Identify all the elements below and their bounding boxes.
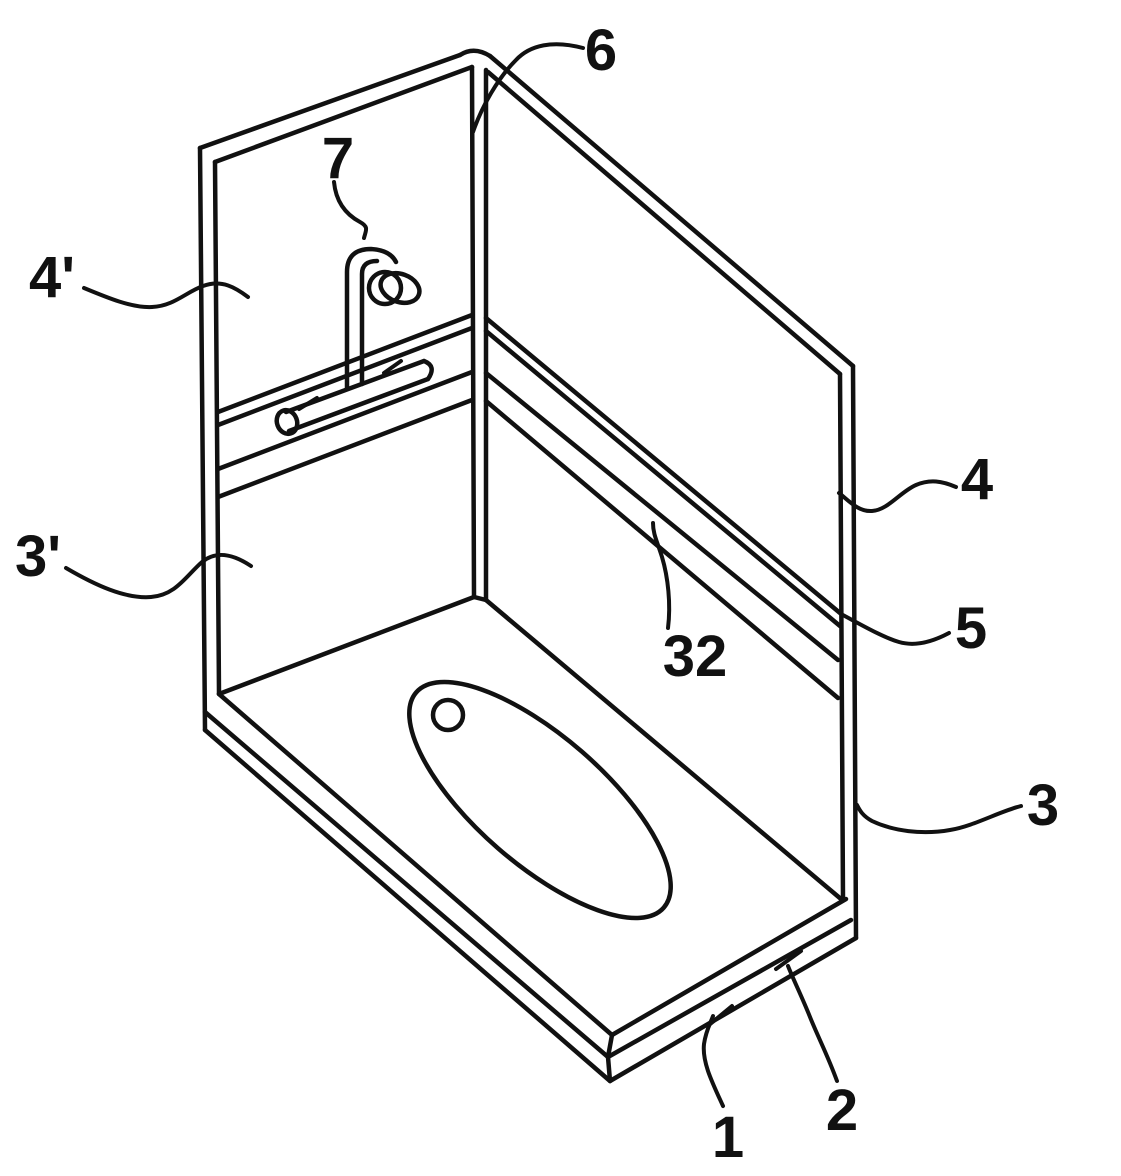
label-3-prime: 3' (15, 524, 61, 589)
label-6: 6 (585, 18, 617, 83)
strip-right-top-inner-line (483, 328, 843, 629)
label-4-prime: 4' (29, 245, 75, 310)
leader-2-tick (774, 949, 803, 971)
leader-32 (651, 521, 672, 630)
bathtub-basin-outline (407, 679, 673, 921)
strip-left-lower-joint-line (215, 397, 475, 500)
floor-left-front-edge (216, 691, 615, 1038)
leader-5 (839, 612, 951, 646)
left-wall-top-inner (212, 64, 475, 165)
strip-left-bottom-line (215, 369, 475, 472)
corner-edge-left-line (469, 64, 477, 600)
shower-fitting (344, 246, 422, 392)
drain-hole (430, 697, 466, 733)
leader-4 (837, 479, 958, 514)
right-wall-top-outer (487, 53, 856, 369)
right-wall-top-inner (485, 69, 843, 377)
corner-joint (457, 48, 493, 603)
strip-right-bottom-line (483, 370, 841, 663)
leader-2 (786, 964, 839, 1083)
leader-3-prime (64, 552, 253, 600)
label-5: 5 (955, 596, 987, 661)
right-wall-outer-edge (850, 363, 859, 941)
bathtub (407, 679, 673, 921)
label-3: 3 (1027, 773, 1059, 838)
left-wall (197, 52, 477, 733)
shower-pipe-outer (344, 246, 399, 392)
corner-top-cap (457, 48, 493, 59)
left-wall-bottom-edge (216, 594, 477, 697)
right-wall-inner-edge (837, 371, 846, 902)
leader-4-prime (82, 281, 250, 310)
shower-pipe-inner (359, 258, 380, 387)
left-wall-inner-edge (212, 159, 222, 697)
slab-bottom-layer-left (202, 727, 613, 1084)
rail-right-end-cap (421, 358, 434, 382)
rail-left-end-cap (274, 407, 300, 437)
reference-numerals: 6 7 4' 3' 4 5 3 32 1 2 (15, 18, 1059, 1170)
grab-rail (274, 358, 434, 437)
label-32: 32 (663, 624, 728, 689)
shower-head-loop (366, 269, 404, 307)
floor-right-front-edge (609, 896, 849, 1038)
label-4: 4 (961, 447, 993, 512)
leader-1-tick (707, 1004, 734, 1027)
floor-slab (202, 691, 859, 1084)
label-1: 1 (712, 1105, 744, 1170)
slab-middle-layer-right (605, 917, 854, 1060)
leader-3 (855, 803, 1023, 835)
leader-lines (64, 42, 1023, 1108)
rail-bracket-left (297, 396, 319, 411)
strip-right-lower-joint-line (483, 398, 841, 701)
rail-bracket-right (382, 359, 403, 375)
left-wall-top-outer (197, 52, 463, 151)
label-7: 7 (322, 126, 354, 191)
right-wall (483, 53, 859, 941)
rail-bottom-edge (286, 376, 431, 434)
strip-right-top-line (483, 315, 843, 616)
wall-strip (215, 312, 843, 701)
slab-bottom-layer-right (607, 935, 859, 1084)
leader-7 (332, 180, 369, 240)
leader-1 (701, 1014, 725, 1108)
slab-middle-layer-left (202, 709, 611, 1060)
shower-head-icon (378, 270, 422, 306)
slab-front-corner-joins (605, 1032, 615, 1084)
left-wall-outer-edge (197, 145, 208, 733)
leader-6 (471, 42, 585, 134)
right-wall-bottom-edge (483, 597, 844, 902)
label-2: 2 (826, 1078, 858, 1143)
